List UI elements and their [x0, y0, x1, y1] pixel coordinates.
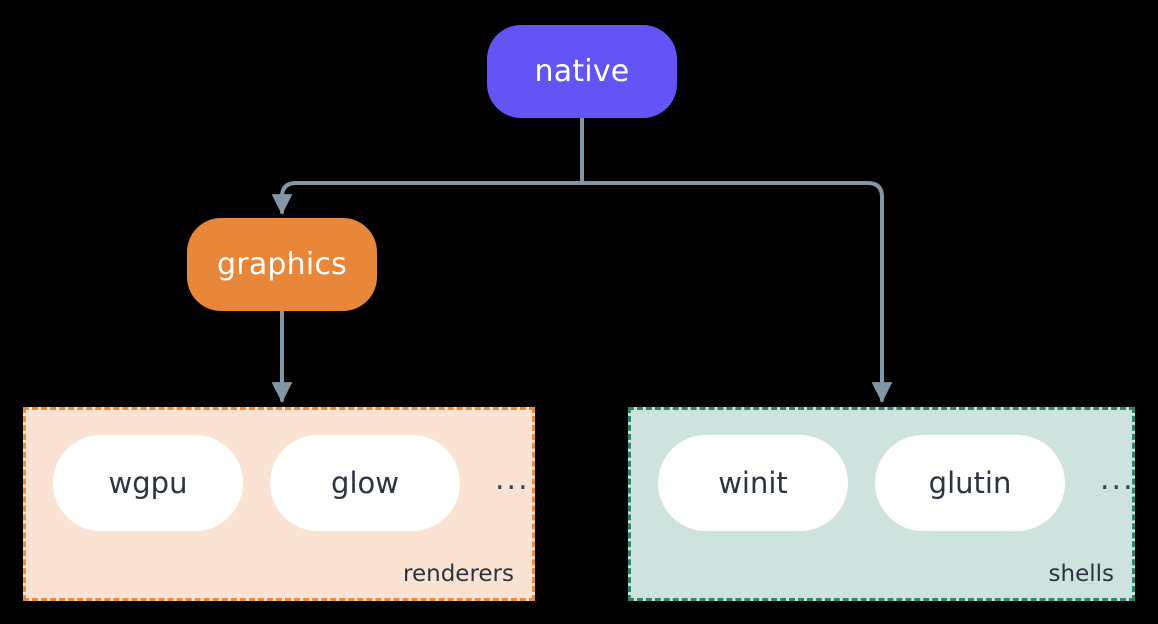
node-native[interactable]: native: [487, 25, 677, 118]
pill-wgpu[interactable]: wgpu: [53, 435, 243, 531]
pill-glutin[interactable]: glutin: [875, 435, 1065, 531]
pill-winit[interactable]: winit: [658, 435, 848, 531]
group-shells-caption: shells: [1048, 561, 1114, 587]
edge-native-to-graphics: [271, 116, 584, 215]
group-shells: winit glutin ... shells: [628, 407, 1135, 601]
edge-native-to-shells: [580, 116, 893, 403]
group-renderers-items: wgpu glow ...: [53, 435, 530, 531]
shells-overflow-ellipsis: ...: [1100, 461, 1135, 497]
group-renderers: wgpu glow ... renderers: [23, 407, 535, 601]
pill-glow-label: glow: [331, 466, 399, 500]
node-graphics-label: graphics: [217, 247, 347, 282]
node-native-label: native: [534, 54, 630, 89]
pill-wgpu-label: wgpu: [108, 466, 188, 500]
pill-glow[interactable]: glow: [270, 435, 460, 531]
node-graphics[interactable]: graphics: [187, 218, 377, 311]
renderers-overflow-ellipsis: ...: [495, 461, 530, 497]
pill-glutin-label: glutin: [928, 466, 1012, 500]
group-renderers-caption: renderers: [403, 561, 514, 587]
pill-winit-label: winit: [718, 466, 788, 500]
group-shells-items: winit glutin ...: [658, 435, 1135, 531]
